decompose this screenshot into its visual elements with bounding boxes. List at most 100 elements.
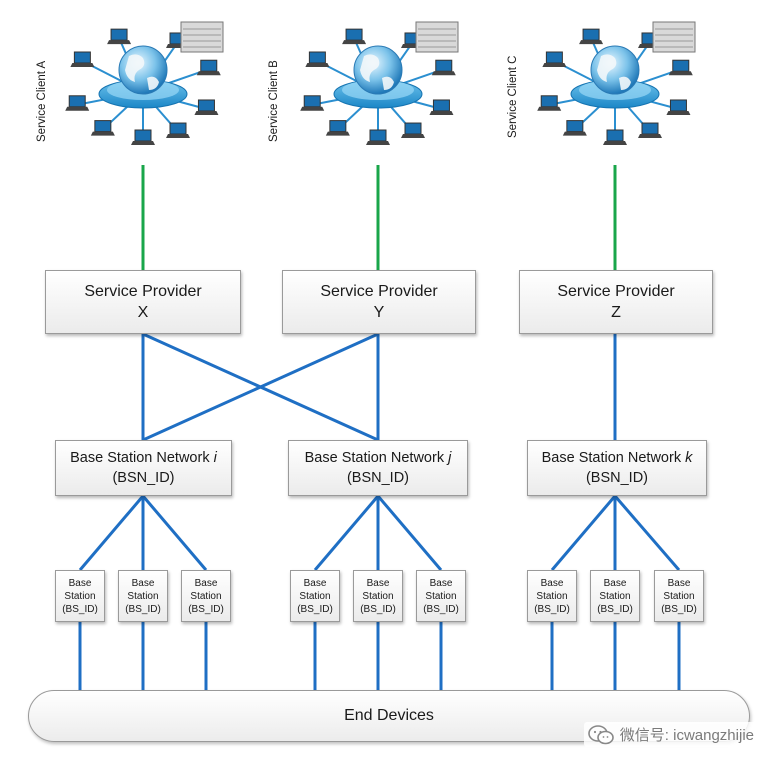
server-rack-icon xyxy=(180,21,224,53)
base-station-text: Base xyxy=(131,577,155,589)
base-station-text: (BS_ID) xyxy=(423,603,459,615)
laptop-icon xyxy=(194,99,219,115)
bsn-j-title: Base Station Network j xyxy=(304,450,452,466)
watermark: 微信号: icwangzhijie xyxy=(583,722,758,747)
link-bsn-i-bs-3 xyxy=(141,495,208,571)
base-station-text: (BS_ID) xyxy=(534,603,570,615)
link-bsn-k-bs-1 xyxy=(550,495,617,571)
bsn-k-title: Base Station Network k xyxy=(541,450,693,466)
base-station-text: Station xyxy=(599,590,631,602)
service-provider-y: Service Provider Y xyxy=(282,270,476,334)
laptop-icon xyxy=(431,59,456,76)
laptop-icon xyxy=(65,95,90,111)
service-client-a-label: Service Client A xyxy=(36,60,48,142)
laptop-icon xyxy=(107,28,132,45)
base-station-text: Base xyxy=(603,577,627,589)
base-station-text: Base xyxy=(429,577,453,589)
laptop-icon xyxy=(638,122,662,139)
link-bsn-j-bs-3 xyxy=(376,495,443,571)
bsn-i-title: Base Station Network i xyxy=(70,450,217,466)
laptop-icon xyxy=(196,59,221,76)
base-station-text: Station xyxy=(536,590,568,602)
laptop-icon xyxy=(666,99,691,115)
service-provider-z-title: Service Provider xyxy=(557,283,675,300)
base-station-text: (BS_ID) xyxy=(297,603,333,615)
end-devices-label: End Devices xyxy=(344,707,434,724)
laptop-icon xyxy=(305,51,330,67)
bsn-j-sub: (BSN_ID) xyxy=(346,470,410,486)
base-station-text: Base xyxy=(194,577,218,589)
server-rack-icon xyxy=(652,21,696,53)
service-client-b-network-icon xyxy=(300,21,459,145)
service-client-b-label: Service Client B xyxy=(268,60,280,142)
service-provider-z-id: Z xyxy=(611,304,621,321)
globe-icon xyxy=(353,45,403,95)
service-client-c-network-icon xyxy=(537,21,696,145)
service-provider-x-title: Service Provider xyxy=(84,283,202,300)
base-station-text: (BS_ID) xyxy=(188,603,224,615)
link-y-bsn-i xyxy=(142,332,379,442)
laptop-icon xyxy=(537,95,562,111)
base-station-text: Station xyxy=(127,590,159,602)
bsn-i-sub: (BSN_ID) xyxy=(112,470,175,486)
base-station-text: (BS_ID) xyxy=(360,603,396,615)
laptop-icon xyxy=(542,51,567,67)
bsn-k: Base Station Network k (BSN_ID) xyxy=(527,440,707,496)
laptop-icon xyxy=(90,120,115,136)
laptop-icon xyxy=(342,28,367,45)
laptop-icon xyxy=(325,120,350,136)
service-provider-x-id: X xyxy=(137,304,149,321)
laptop-icon xyxy=(603,129,627,145)
base-station-text: Station xyxy=(663,590,695,602)
end-devices: End Devices xyxy=(28,690,750,742)
link-bsn-i-bs-1 xyxy=(78,495,145,571)
base-station-text: Station xyxy=(425,590,457,602)
base-station-text: (BS_ID) xyxy=(62,603,98,615)
watermark-text: 微信号: icwangzhijie xyxy=(619,727,754,744)
base-station-text: Station xyxy=(362,590,394,602)
base-station-text: Base xyxy=(540,577,564,589)
base-station-text: Base xyxy=(667,577,691,589)
laptop-icon xyxy=(668,59,693,76)
base-station-text: Station xyxy=(64,590,96,602)
service-provider-x: Service Provider X xyxy=(45,270,241,334)
base-station-text: Station xyxy=(190,590,222,602)
base-station-text: (BS_ID) xyxy=(125,603,161,615)
bsn-j: Base Station Network j (BSN_ID) xyxy=(288,440,468,496)
service-client-a-network-icon xyxy=(65,21,224,145)
bsn-i: Base Station Network i (BSN_ID) xyxy=(55,440,232,496)
laptop-icon xyxy=(579,28,604,45)
service-client-c-label: Service Client C xyxy=(507,55,519,138)
base-station-text: (BS_ID) xyxy=(597,603,633,615)
laptop-icon xyxy=(300,95,325,111)
base-station-text: Base xyxy=(366,577,390,589)
laptop-icon xyxy=(166,122,190,139)
bsn-k-sub: (BSN_ID) xyxy=(585,470,649,486)
service-provider-z: Service Provider Z xyxy=(519,270,713,334)
globe-icon xyxy=(118,45,168,95)
laptop-icon xyxy=(366,129,390,145)
service-provider-y-title: Service Provider xyxy=(320,283,438,300)
laptop-icon xyxy=(562,120,587,136)
service-provider-y-id: Y xyxy=(373,304,385,321)
base-station-text: Base xyxy=(303,577,327,589)
laptop-icon xyxy=(429,99,454,115)
link-bsn-j-bs-1 xyxy=(313,495,380,571)
globe-icon xyxy=(590,45,640,95)
base-station-text: Base xyxy=(68,577,92,589)
server-rack-icon xyxy=(415,21,459,53)
laptop-icon xyxy=(401,122,425,139)
laptop-icon xyxy=(131,129,155,145)
wechat-icon xyxy=(587,724,614,744)
